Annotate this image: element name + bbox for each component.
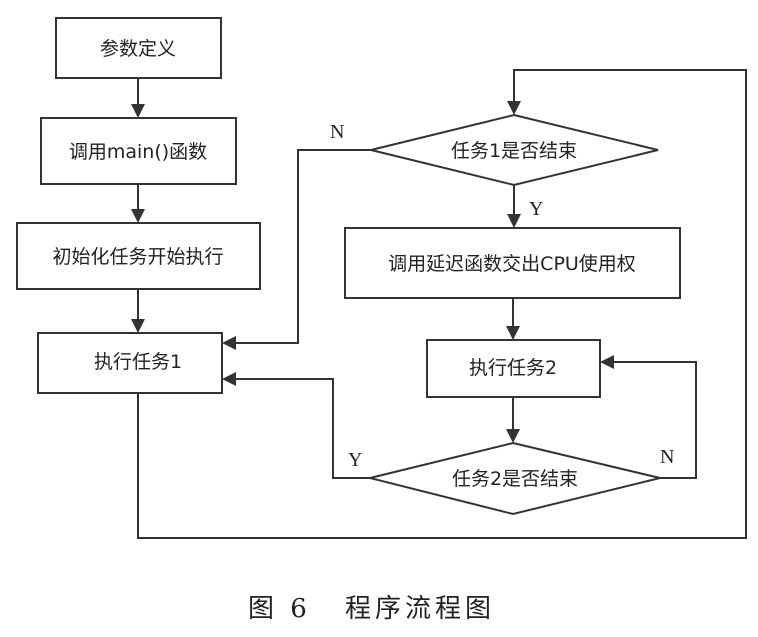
edge-label-task1-no: N: [330, 121, 344, 143]
node-param-def: 参数定义: [55, 17, 222, 79]
arrow-head: [131, 209, 145, 223]
node-exec-task1: 执行任务1: [37, 332, 223, 394]
edge-decision2-no: [600, 355, 697, 479]
edge-decision1-no: [222, 149, 371, 350]
edge-yield-to-task2: [506, 298, 520, 340]
figure-title: 程序流程图: [345, 594, 495, 624]
arrow-head: [507, 101, 521, 115]
node-task1-done-label: 任务1是否结束: [451, 140, 577, 162]
node-task1-done: 任务1是否结束: [370, 113, 659, 187]
arrow-head: [222, 336, 236, 350]
node-init-tasks-label: 初始化任务开始执行: [52, 246, 223, 268]
node-exec-task1-label: 执行任务1: [94, 351, 182, 373]
arrow-head: [600, 355, 614, 369]
arrow-head: [506, 326, 520, 340]
node-yield-cpu: 调用延迟函数交出CPU使用权: [344, 227, 681, 299]
arrow-head: [131, 319, 145, 333]
edge-label-task2-no: N: [660, 446, 674, 468]
edge-decision1-yes: [507, 185, 521, 228]
arrow-head: [506, 429, 520, 443]
node-init-tasks: 初始化任务开始执行: [16, 222, 261, 290]
edge-decision2-yes: [222, 372, 370, 479]
node-yield-cpu-label: 调用延迟函数交出CPU使用权: [388, 253, 636, 275]
node-call-main: 调用main()函数: [40, 117, 237, 185]
edge-task2-to-decision2: [506, 397, 520, 443]
figure-number: 图 6: [248, 594, 311, 624]
arrow-head: [131, 104, 145, 118]
arrow-head: [222, 372, 236, 386]
node-task2-done: 任务2是否结束: [369, 441, 661, 516]
edge-init-to-task1: [131, 289, 145, 333]
edge-main-to-init: [131, 184, 145, 223]
node-exec-task2: 执行任务2: [426, 339, 601, 398]
node-param-def-label: 参数定义: [100, 38, 176, 60]
arrow-head: [507, 214, 521, 228]
node-task2-done-label: 任务2是否结束: [452, 468, 578, 490]
edge-task1-loop-to-decision1: [137, 69, 747, 539]
node-call-main-label: 调用main()函数: [69, 141, 207, 163]
edge-label-task2-yes: Y: [348, 449, 362, 471]
edge-label-task1-yes: Y: [529, 198, 543, 220]
node-exec-task2-label: 执行任务2: [469, 357, 557, 379]
edge-param-to-main: [131, 78, 145, 118]
